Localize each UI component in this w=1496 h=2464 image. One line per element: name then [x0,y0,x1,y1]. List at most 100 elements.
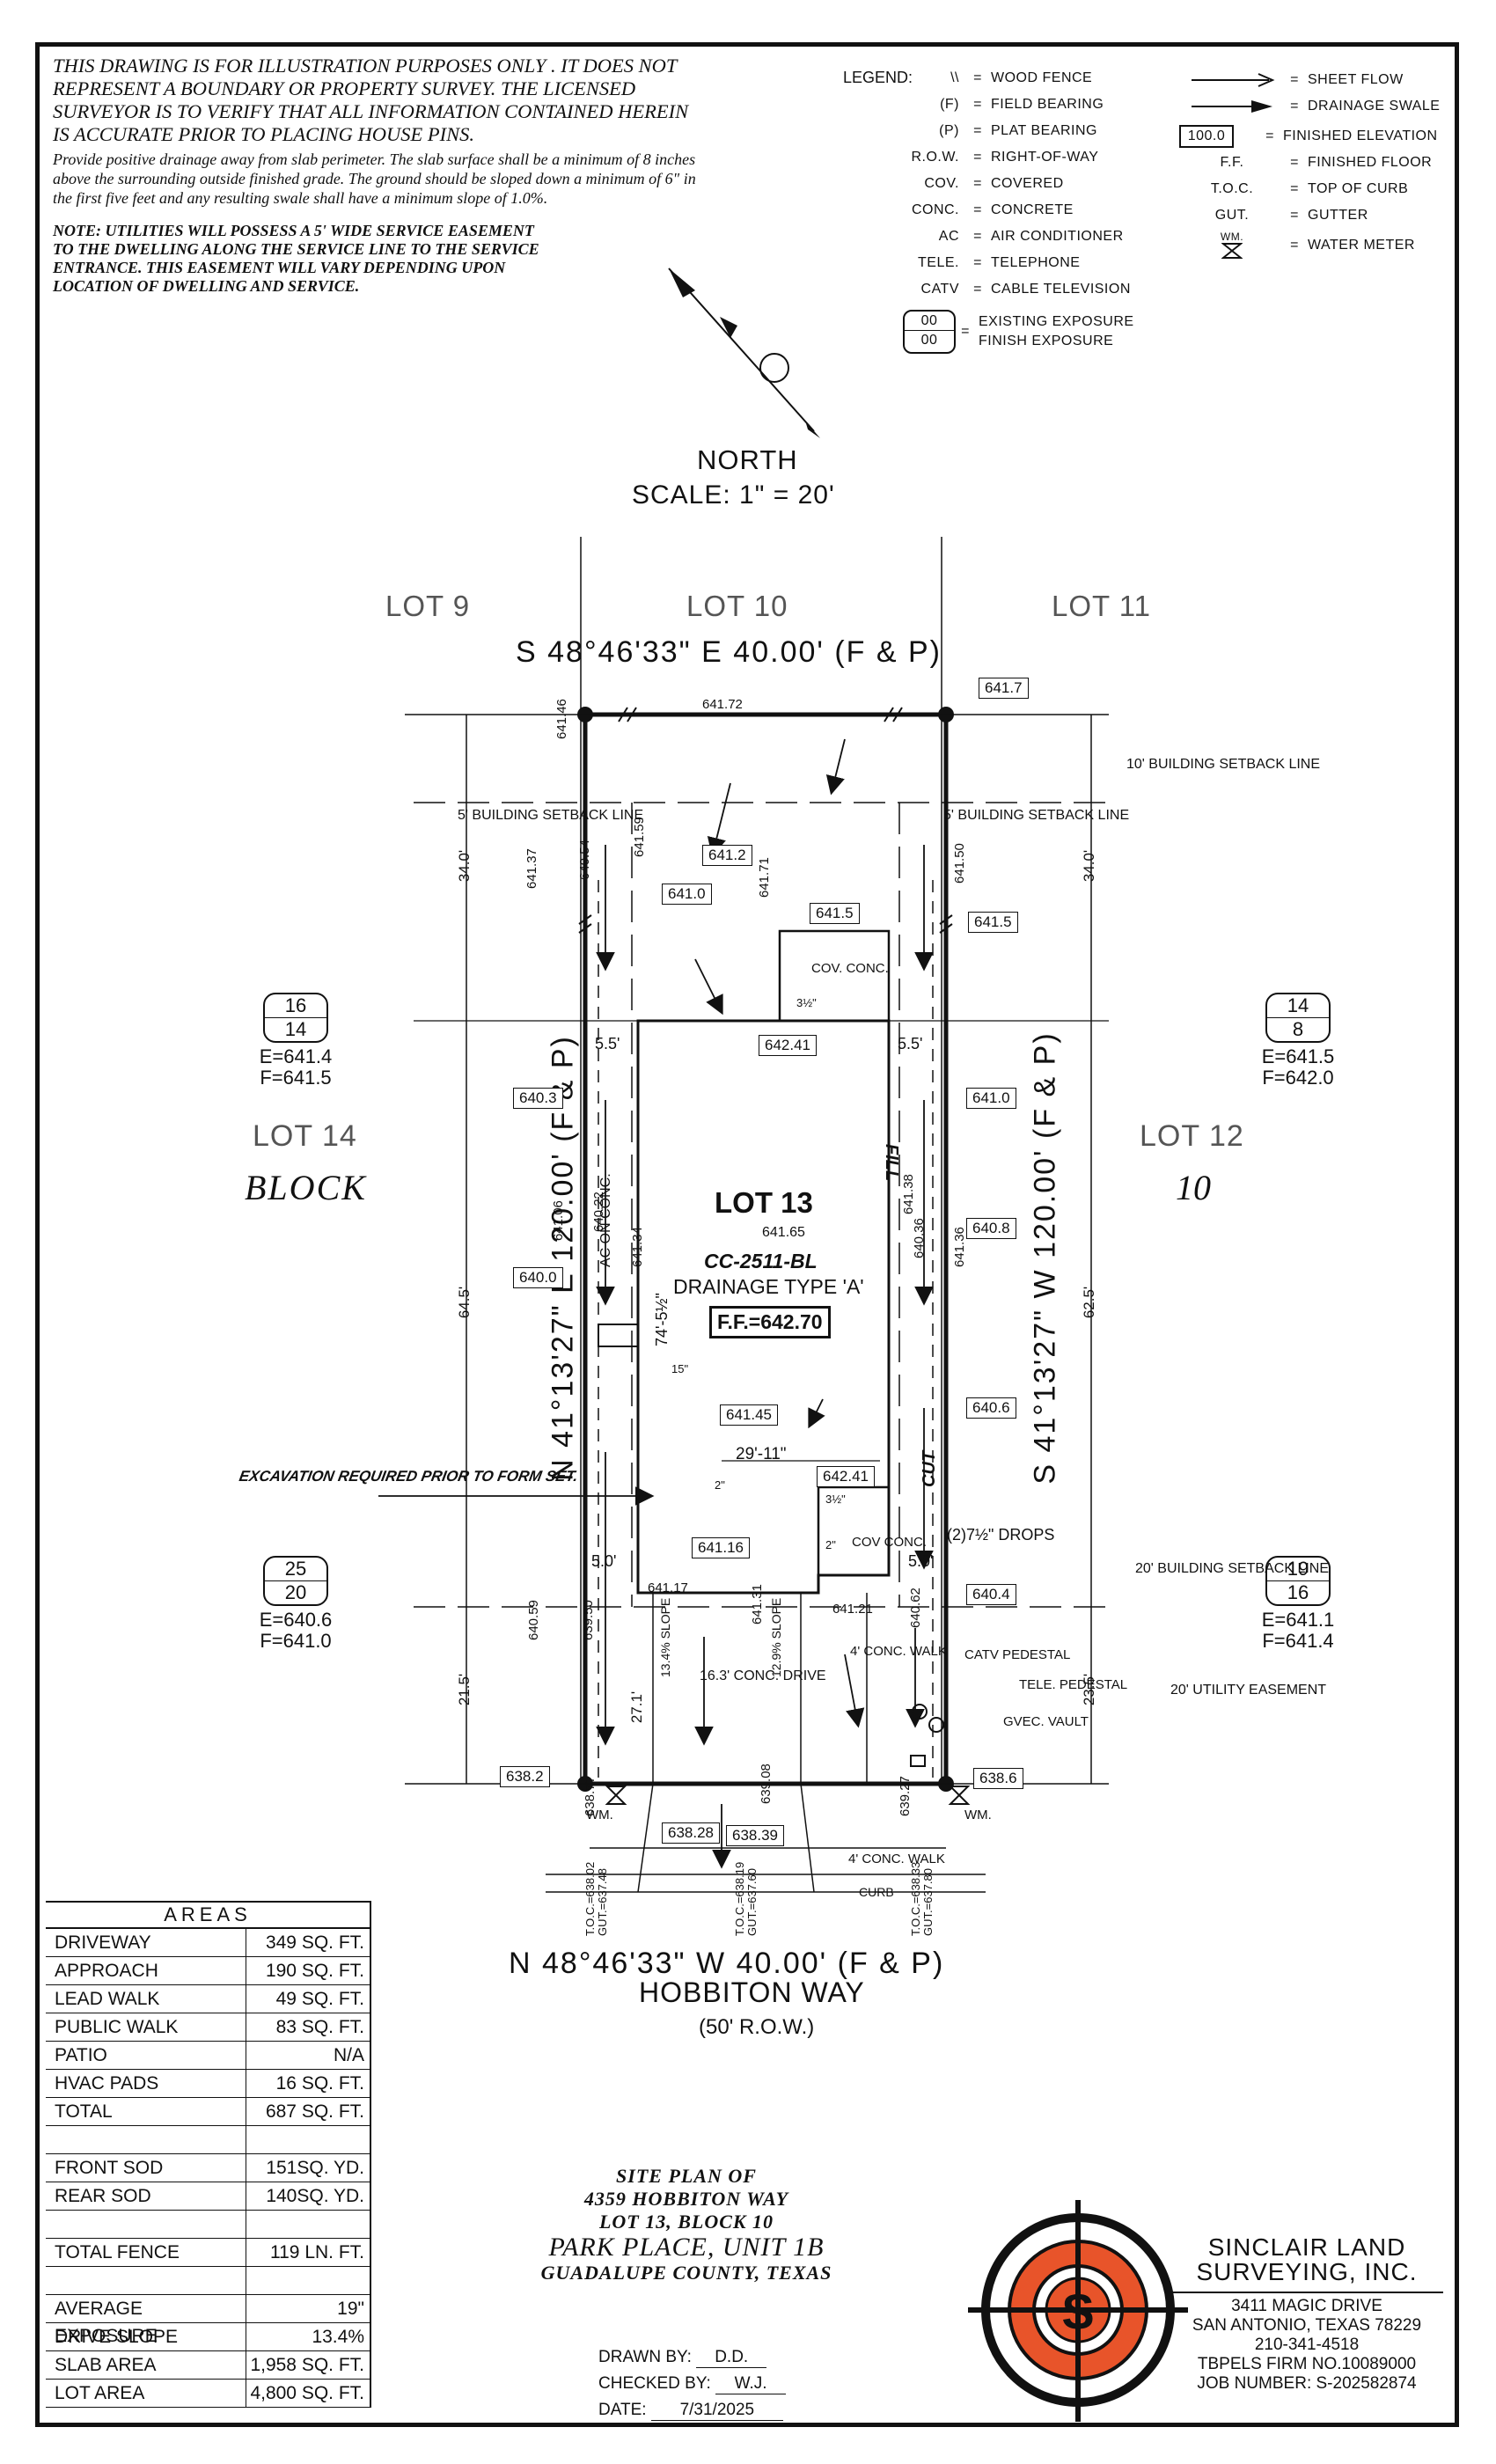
left-rear-dim: 34.0' [456,849,473,883]
legend-equals: = [1290,99,1299,114]
areas-value: 49 SQ. FT. [275,1989,364,2009]
left-front-offset-dim: 5.0' [591,1552,617,1570]
exposure-f: F=641.5 [260,1067,332,1089]
areas-label: LOT AREA [46,2380,246,2407]
exposure-finish: 8 [1292,1018,1304,1040]
legend-value: COVERED [991,176,1064,191]
areas-label: DRIVE SLOPE [46,2323,246,2350]
legend-value: CABLE TELEVISION [991,282,1131,297]
step-rear: 3½" [796,996,817,1009]
title-line-5: GUADALUPE COUNTY, TEXAS [540,2262,832,2284]
areas-value: 349 SQ. FT. [265,1932,364,1953]
step-mid-two: 2" [825,1538,836,1551]
company-name-2: SURVEYING, INC. [1196,2258,1418,2285]
top-bearing: S 48°46'33" E 40.00' (F & P) [516,635,942,669]
elevation-box: 641.0 [662,884,712,905]
legend-right-row: =DRAINAGE SWALE [1179,97,1440,116]
legend-right-row: 100.0=FINISHED ELEVATION [1179,125,1438,148]
legend-right-value: FINISHED ELEVATION [1283,128,1438,143]
title-line-2: 4359 HOBBITON WAY [583,2188,789,2210]
exposure-f: F=641.4 [1262,1630,1334,1652]
legend-equals: = [1290,72,1299,87]
right-mid-dim: 62.5' [1081,1286,1098,1319]
gut-value: 637.48 [596,1868,609,1903]
step-mid: 2" [715,1478,725,1492]
spot-elevation: 641.21 [832,1602,873,1617]
toc-value: 638.19 [733,1861,746,1897]
legend-equals: = [973,255,982,270]
title-line-3: LOT 13, BLOCK 10 [598,2211,774,2233]
legend-row: (F)=FIELD BEARING [836,97,1104,113]
utility-easement-label: 20' UTILITY EASEMENT [1170,1683,1327,1698]
legend-equals: = [973,202,982,217]
gut-label: GUT.= [921,1903,935,1936]
toc-value: 638.33 [909,1861,922,1897]
spot-elevation: 641.06 [551,1200,566,1241]
exposure-existing: 16 [265,994,326,1018]
gut-row: GUT.=637.60 [745,1862,759,1936]
spot-elevation: 641.46 [554,699,569,739]
scale-label: SCALE: 1" = 20' [632,480,835,510]
gvec-vault-icon [910,1755,926,1767]
exposure-hex-bottom: 00 [920,333,938,348]
drawn-by-block: DRAWN BY: D.D. CHECKED BY: W.J. DATE: 7/… [598,2348,787,2427]
legend-equals: = [973,150,982,165]
areas-value [246,2126,370,2153]
elevation-box: 638.6 [973,1768,1023,1789]
gut-value: 637.60 [745,1868,759,1903]
exposure-existing: 14 [1267,994,1329,1018]
exposure-finish: 16 [1287,1581,1309,1603]
legend-value: AIR CONDITIONER [991,229,1124,244]
exposure-e: E=641.5 [1261,1045,1335,1067]
water-meter-right-label: WM. [964,1808,992,1822]
elevation-box: 641.5 [810,903,860,924]
lot-14-label: LOT 14 [253,1119,357,1153]
step-front: 3½" [825,1492,846,1506]
legend-row: TELE.=TELEPHONE [836,255,1080,271]
drainage-type: DRAINAGE TYPE 'A' [673,1275,864,1298]
areas-row [46,2126,370,2154]
areas-label: LEAD WALK [46,1985,246,2013]
right-bearing: S 41°13'27" W 120.00' (F & P) [1028,1031,1062,1485]
excavation-note: EXCAVATION REQUIRED PRIOR TO FORM SET. [238,1468,580,1485]
areas-label [46,2211,246,2238]
spot-elevation: 641.71 [757,857,772,898]
spot-elevation: 641.36 [952,1227,967,1267]
elevation-box: 638.39 [726,1825,784,1846]
toc-row: T.O.C.=638.19 [733,1861,746,1936]
spot-elevation: 640.62 [908,1588,923,1628]
exposure-f: F=641.0 [260,1630,332,1652]
sinclair-logo: S [968,2200,1188,2422]
legend-right-row: WM.=WATER METER [1179,231,1415,259]
left-mid-dim: 64.5' [456,1286,473,1319]
covered-concrete-front-label: COV CONC. [852,1535,928,1550]
cut-label: CUT [920,1450,939,1487]
elevation-box: 641.5 [968,912,1018,933]
legend-key: (P) [939,123,959,138]
legend-equals: = [1290,155,1299,170]
right-offset-dim: 5.5' [898,1035,923,1052]
elevation-box: 640.6 [966,1397,1016,1419]
date-label: DATE: [598,2401,647,2419]
checked-by-value: W.J. [715,2374,787,2394]
block-number: 10 [1176,1168,1211,1207]
utilities-note: NOTE: UTILITIES WILL POSSESS A 5' WIDE S… [53,222,539,295]
catv-label: CATV PEDESTAL [964,1647,1071,1662]
areas-row [46,2211,370,2239]
legend-row: CATV=CABLE TELEVISION [836,282,1131,297]
street-name: HOBBITON WAY [639,1976,865,2008]
house-depth-dim: 74'-5½" [653,1293,671,1346]
elevation-box: 640.4 [966,1584,1016,1605]
logo-letter: S [1061,2284,1094,2339]
job-number: JOB NUMBER: S-202582874 [1197,2374,1417,2393]
toc-label: T.O.C.= [909,1896,922,1936]
spot-elevation: 641.37 [524,848,539,889]
